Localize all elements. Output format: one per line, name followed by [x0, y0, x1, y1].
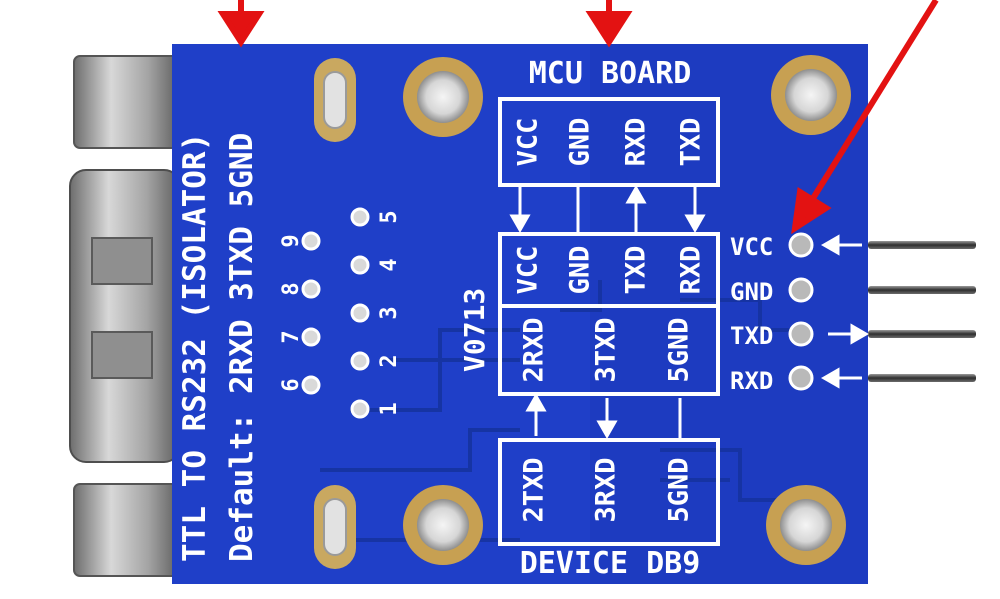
header-pin-labels: VCC GND TXD RXD	[730, 233, 773, 395]
device-db9-title: DEVICE DB9	[520, 546, 701, 581]
mcu-label-rxd: RXD	[621, 118, 652, 167]
device-signal-labels: 2TXD 3RXD 5GND	[519, 457, 695, 522]
pin-label-8: 8	[279, 282, 304, 295]
pin-number-labels: 9 8 7 6 5 4 3 2 1	[279, 210, 402, 415]
chip-label-2rxd: 2RXD	[519, 317, 550, 382]
silkscreen-boxes	[498, 97, 720, 546]
device-label-2txd: 2TXD	[519, 457, 550, 522]
chip-bottom-labels: 2RXD 3TXD 5GND	[519, 317, 695, 382]
chip-label-3txd: 3TXD	[591, 317, 622, 382]
mcu-board-title: MCU BOARD	[529, 56, 692, 91]
pin-label-1: 1	[377, 402, 402, 415]
pin-label-2: 2	[377, 354, 402, 367]
header-label-vcc: VCC	[730, 233, 773, 261]
chip-device-connectors	[525, 392, 682, 440]
header-label-gnd: GND	[730, 278, 773, 306]
chip-label-gnd: GND	[565, 246, 596, 295]
pin-label-5: 5	[377, 210, 402, 223]
header-direction-arrows	[820, 234, 870, 389]
db9-solder-pads	[301, 207, 370, 419]
device-label-5gnd: 5GND	[664, 457, 695, 522]
header-pads	[788, 232, 814, 391]
header-pins	[868, 241, 976, 382]
chip-label-vcc: VCC	[513, 246, 544, 295]
device-label-3rxd: 3RXD	[591, 457, 622, 522]
pcb-board	[172, 44, 868, 584]
header-label-rxd: RXD	[730, 367, 773, 395]
pin-label-6: 6	[279, 378, 304, 391]
db9-connector	[69, 55, 181, 577]
slot-pads	[314, 58, 356, 569]
chip-top-labels: VCC GND TXD RXD	[513, 246, 707, 295]
pin-label-9: 9	[279, 234, 304, 247]
mounting-holes	[403, 55, 851, 565]
chip-label-txd: TXD	[621, 246, 652, 295]
mcu-chip-connectors	[509, 184, 706, 234]
pin-label-3: 3	[377, 306, 402, 319]
pin-label-7: 7	[279, 330, 304, 343]
pin-label-4: 4	[377, 258, 402, 271]
board-title-text: TTL TO RS232 (ISOLATOR)	[177, 133, 213, 562]
board-default-text: Default: 2RXD 3TXD 5GND	[224, 133, 260, 562]
red-annotation-arrows	[217, 0, 939, 235]
chip-label-5gnd: 5GND	[664, 317, 695, 382]
mcu-label-txd: TXD	[676, 118, 707, 167]
model-text: V0713	[458, 288, 491, 372]
header-label-txd: TXD	[730, 322, 773, 350]
mcu-label-vcc: VCC	[513, 118, 544, 167]
chip-label-rxd: RXD	[676, 246, 707, 295]
mcu-label-gnd: GND	[565, 118, 596, 167]
mcu-signal-labels: VCC GND RXD TXD	[513, 118, 707, 167]
